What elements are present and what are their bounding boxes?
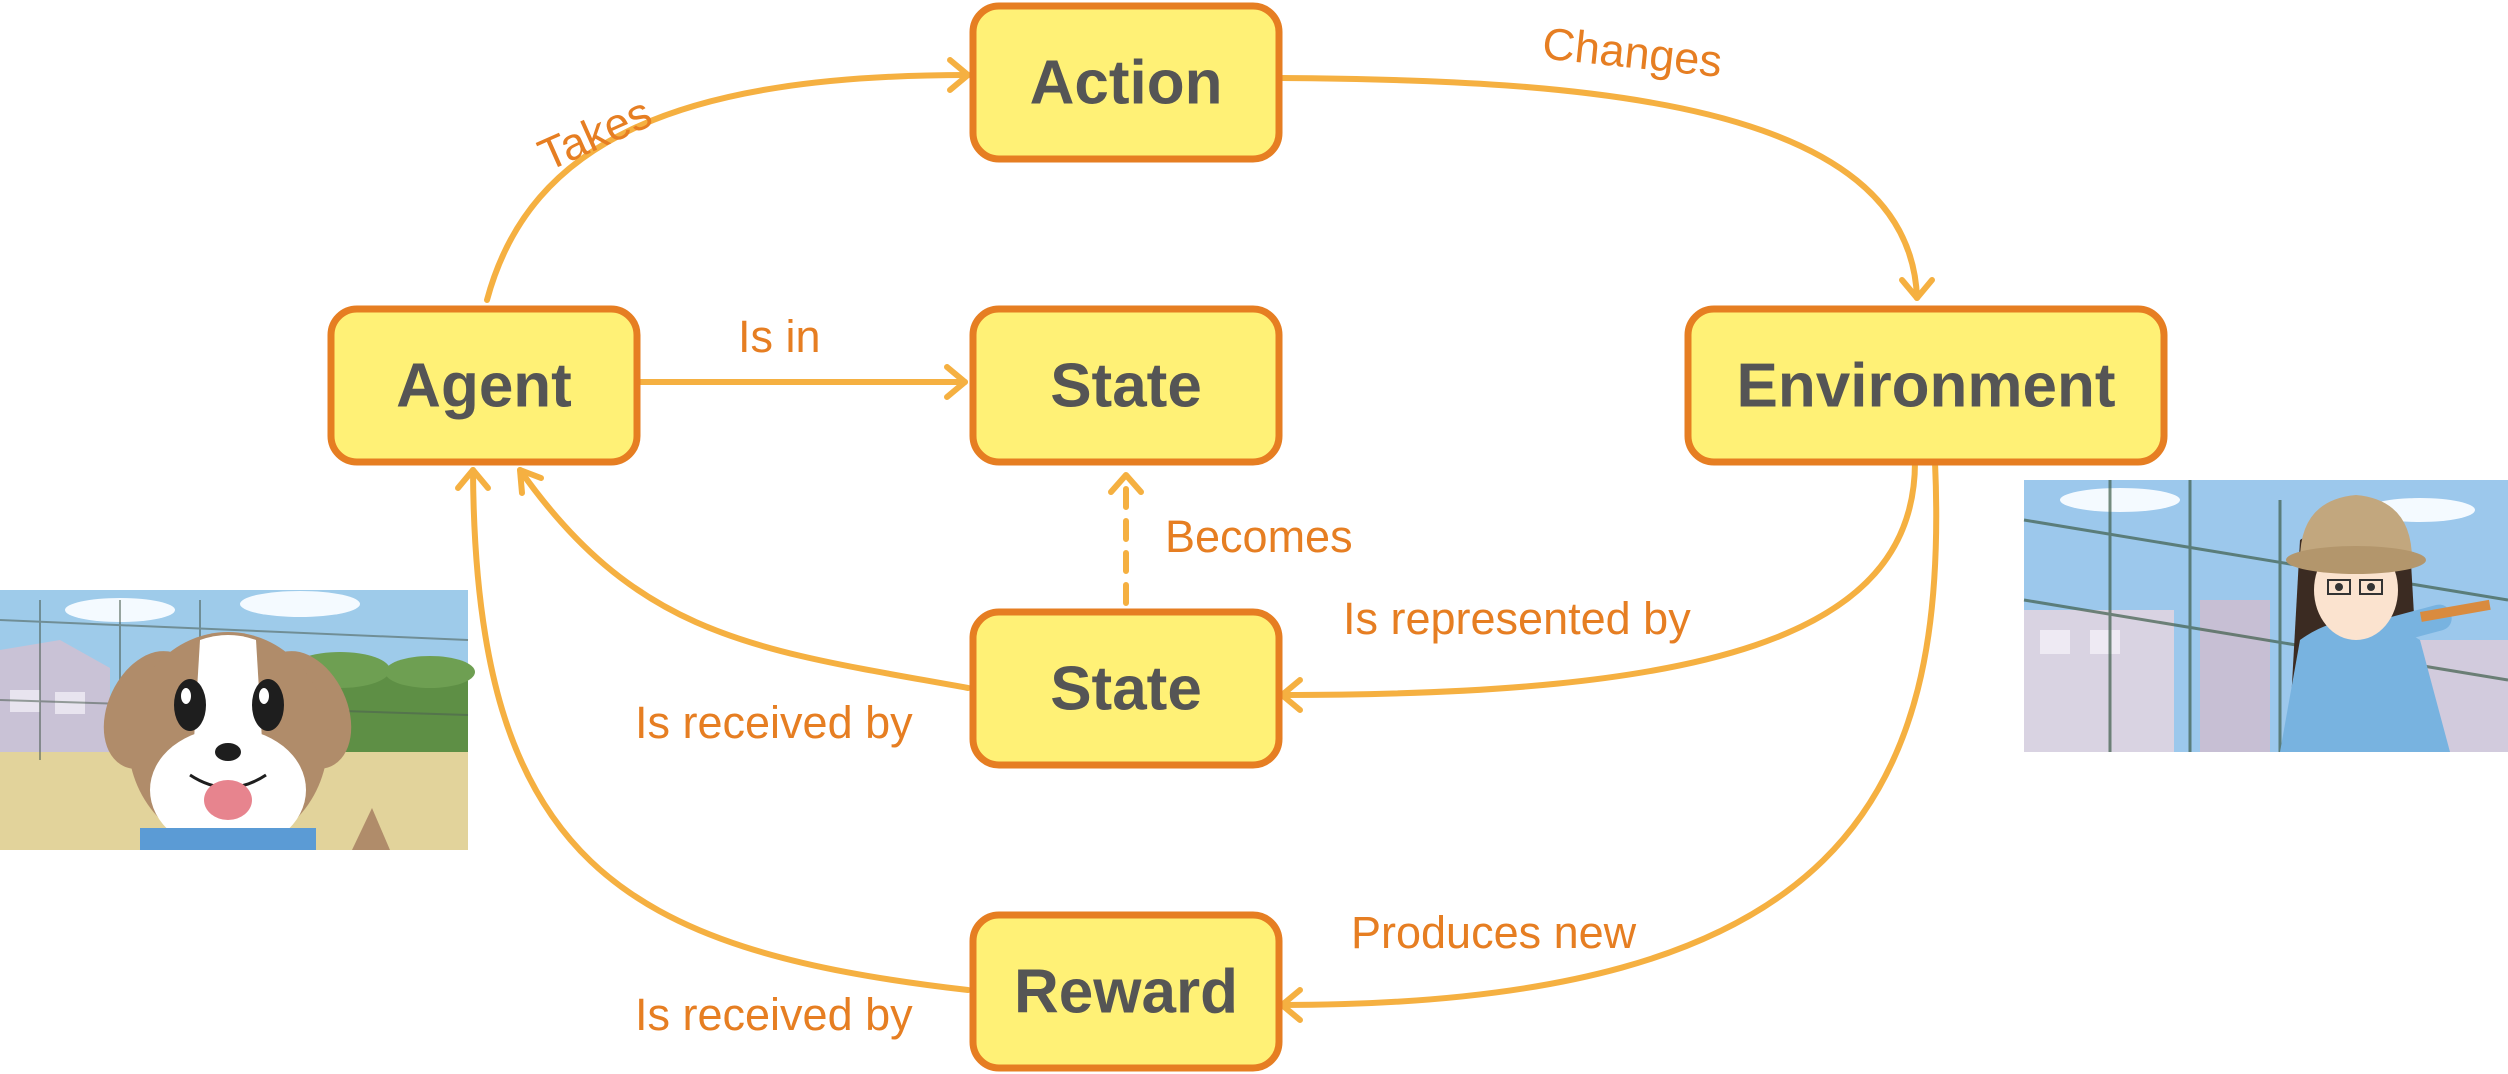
label-is-represented-by: Is represented by	[1343, 593, 1691, 644]
edge-environment-produces-reward	[1279, 459, 1940, 1008]
node-action: Action	[969, 2, 1283, 163]
label-is-in: Is in	[738, 311, 821, 362]
edge-agent-takes-action	[484, 72, 971, 303]
node-action-label: Action	[1030, 49, 1223, 118]
edges	[455, 57, 1940, 1023]
node-reward-label: Reward	[1014, 958, 1238, 1027]
node-agent: Agent	[327, 305, 641, 466]
node-state-lower: State	[969, 608, 1283, 769]
edge-action-changes-environment	[1277, 75, 1920, 301]
label-produces-new: Produces new	[1351, 907, 1637, 958]
edge-state-received-by-agent	[517, 467, 971, 691]
node-state-lower-label: State	[1050, 655, 1202, 724]
label-is-received-by-reward: Is received by	[635, 989, 913, 1040]
edge-reward-received-by-agent	[470, 467, 971, 993]
node-environment-label: Environment	[1737, 352, 2116, 421]
edge-environment-represented-by-state	[1279, 459, 1918, 698]
label-is-received-by-state: Is received by	[635, 697, 913, 748]
node-environment: Environment	[1684, 305, 2168, 466]
node-state-center-label: State	[1050, 352, 1202, 421]
node-agent-label: Agent	[396, 352, 572, 421]
label-becomes: Becomes	[1165, 511, 1353, 562]
label-changes: Changes	[1540, 17, 1724, 87]
agent-picture	[0, 590, 475, 852]
environment-picture	[2023, 480, 2508, 752]
node-reward: Reward	[969, 911, 1283, 1072]
label-takes: Takes	[531, 87, 659, 181]
node-state-center: State	[969, 305, 1283, 466]
